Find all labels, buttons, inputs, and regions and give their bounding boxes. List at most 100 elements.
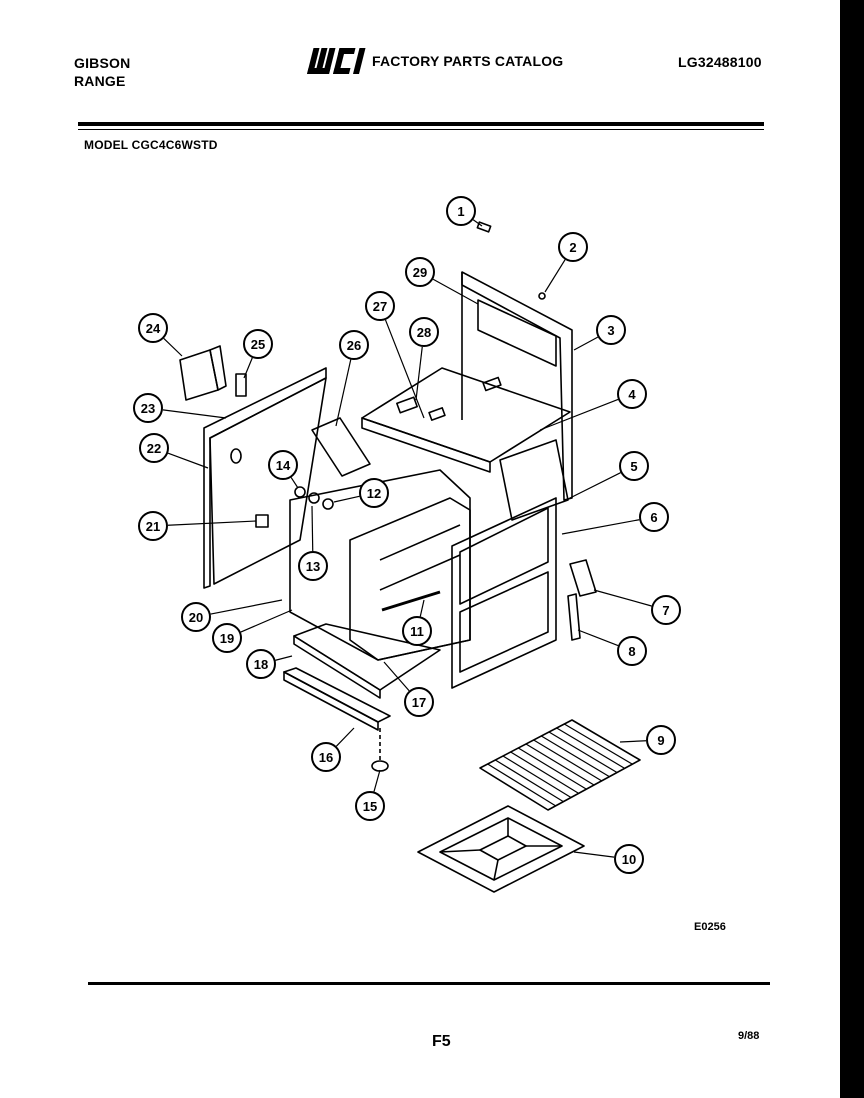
rack-wire [564, 723, 633, 765]
callout-leader [167, 452, 209, 469]
callout-leader [335, 359, 352, 427]
callout-balloon [409, 317, 439, 347]
rack-wire [533, 739, 602, 782]
grommet-shape [255, 514, 269, 528]
vent-26-shape [311, 417, 371, 477]
broiler-pan-seam [439, 849, 481, 853]
callout-balloon [639, 502, 669, 532]
leveler-foot [371, 760, 389, 772]
callout-number: 26 [347, 338, 361, 353]
top-panel-slot [396, 396, 418, 414]
broiler-pan-center [479, 835, 527, 861]
callout-leader [573, 851, 615, 858]
callout-number: 25 [251, 337, 265, 352]
callout-number: 19 [220, 631, 234, 646]
callout-balloon [646, 725, 676, 755]
callout-balloon [181, 602, 211, 632]
callout-balloon [139, 433, 169, 463]
callout-number: 6 [650, 510, 657, 525]
valve-knob [322, 498, 334, 510]
callout-leader [432, 278, 479, 305]
callout-leader [290, 477, 299, 489]
callout-number: 13 [306, 559, 320, 574]
wci-logo-icon [307, 48, 366, 74]
callout-balloon [617, 379, 647, 409]
part-number: LG32488100 [678, 54, 762, 70]
header-rule-thin [78, 129, 764, 130]
valve-knob [308, 492, 320, 504]
callout-leader [544, 259, 566, 293]
side-panel-right [499, 439, 569, 521]
callout-leader [167, 520, 257, 526]
rack-wire [495, 759, 564, 803]
rack-wire [548, 731, 618, 774]
callout-balloon [405, 257, 435, 287]
brand-name: GIBSON [74, 55, 131, 71]
callout-leader [163, 337, 183, 357]
callout-leader [311, 505, 314, 552]
callout-leader [577, 629, 619, 647]
callout-balloon [359, 478, 389, 508]
screw-2-shape [538, 292, 546, 300]
callout-number: 4 [628, 387, 636, 402]
brand-block: GIBSON RANGE [74, 54, 130, 90]
back-panel-window [477, 299, 557, 367]
callout-number: 15 [363, 799, 377, 814]
top-panel-shape [361, 367, 571, 463]
callout-balloon [298, 551, 328, 581]
callout-number: 2 [569, 240, 576, 255]
footer-rule [88, 982, 770, 985]
callout-balloon [651, 595, 681, 625]
valve-knob [294, 486, 306, 498]
callout-leader [243, 357, 253, 379]
page-number: F5 [432, 1033, 451, 1050]
callout-number: 1 [457, 204, 464, 219]
kickplate-edge [283, 671, 379, 731]
callout-number: 21 [146, 519, 160, 534]
callout-balloon [365, 291, 395, 321]
callout-number: 14 [276, 458, 291, 473]
rack-wire [556, 727, 625, 769]
callout-balloon [339, 330, 369, 360]
callout-leader [419, 599, 425, 617]
callout-leader [472, 219, 483, 227]
broiler-pan-seam [493, 859, 499, 881]
callout-balloon [246, 649, 276, 679]
callout-number: 23 [141, 401, 155, 416]
oven-door-window [459, 507, 549, 605]
callout-balloon [311, 742, 341, 772]
bottom-panel-edge [293, 635, 381, 699]
callout-balloon [596, 315, 626, 345]
top-panel-slot [428, 407, 446, 421]
callout-leader [162, 409, 227, 419]
rack-wire [487, 763, 556, 807]
callout-leader [240, 609, 293, 633]
callout-number: 8 [628, 644, 635, 659]
callout-leader [383, 661, 410, 692]
exploded-parts-diagram: 1234567891011121314151617181920212223242… [133, 196, 681, 893]
clip-25-shape [235, 373, 247, 397]
rack-wire [525, 743, 595, 786]
callout-balloon [138, 313, 168, 343]
product-type: RANGE [74, 73, 126, 89]
callout-number: 29 [413, 265, 427, 280]
callout-balloon [619, 451, 649, 481]
callout-balloon [243, 329, 273, 359]
screw-1-shape [476, 221, 492, 233]
top-panel-slot [482, 376, 502, 392]
callout-leader [573, 336, 599, 351]
callout-leader [384, 319, 425, 419]
callout-leader [373, 769, 381, 792]
callout-number: 3 [607, 323, 614, 338]
callout-leader [210, 599, 283, 615]
hinge-shape [569, 559, 597, 597]
rack-guide [379, 524, 461, 561]
rack-wire [510, 751, 579, 794]
callout-balloon [268, 450, 298, 480]
callout-number: 5 [630, 459, 637, 474]
bracket-24-side [209, 345, 227, 391]
callout-number: 28 [417, 325, 431, 340]
callout-number: 18 [254, 657, 268, 672]
callout-balloon [355, 791, 385, 821]
callout-balloon [133, 393, 163, 423]
